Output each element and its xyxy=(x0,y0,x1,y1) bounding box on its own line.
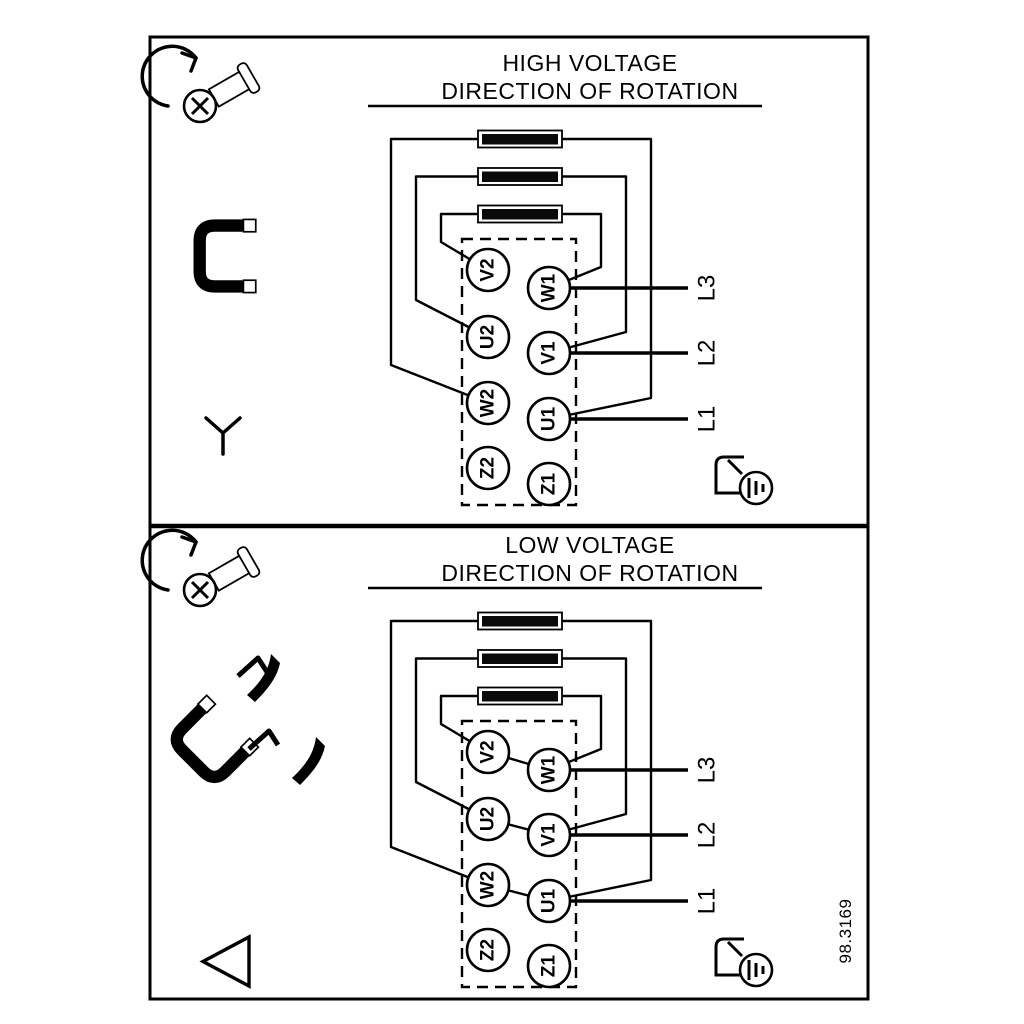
star-connection-icon xyxy=(204,416,242,456)
terminal-W1: W1 xyxy=(526,265,572,311)
screwdriver-rotation-icon xyxy=(140,528,263,608)
jumper-wires xyxy=(389,619,653,903)
jumper-wires xyxy=(389,137,653,421)
terminal-Z2: Z2 xyxy=(465,445,511,491)
figure-number: 98.3169 xyxy=(836,899,855,964)
terminal-label: V1 xyxy=(539,341,560,365)
terminal-label: U1 xyxy=(539,888,560,913)
terminal-W1: W1 xyxy=(526,747,572,793)
ground-icon xyxy=(714,937,774,988)
supply-line-label: L1 xyxy=(694,406,721,433)
relink-arrows-icon xyxy=(167,654,325,787)
supply-line-label: L1 xyxy=(694,888,721,915)
terminal-board xyxy=(460,237,578,507)
terminal-label: Z2 xyxy=(478,457,499,479)
ground-icon xyxy=(714,455,774,506)
supply-line-L1: L1 xyxy=(549,888,721,915)
terminal-link-icon xyxy=(200,219,256,292)
supply-line-L3: L3 xyxy=(549,757,721,784)
terminal-label: W1 xyxy=(539,755,560,784)
terminal-Z1: Z1 xyxy=(526,943,572,989)
terminal-label: U2 xyxy=(478,325,499,349)
supply-line-L3: L3 xyxy=(549,275,721,302)
screwdriver-rotation-icon xyxy=(140,44,263,124)
terminal-label: V2 xyxy=(478,258,499,281)
terminal-label: Z2 xyxy=(478,939,499,961)
supply-line-label: L3 xyxy=(694,275,721,302)
terminal-label: W2 xyxy=(478,871,499,900)
terminal-label: Z1 xyxy=(539,472,560,495)
terminal-U2: U2 xyxy=(465,314,511,360)
terminal-label: U2 xyxy=(478,807,499,831)
low-voltage-panel: LOW VOLTAGE DIRECTION OF ROTATION L3 xyxy=(140,528,774,989)
supply-line-L1: L1 xyxy=(549,406,721,433)
supply-line-label: L2 xyxy=(694,340,721,367)
terminal-label: V1 xyxy=(539,823,560,847)
supply-line-L2: L2 xyxy=(549,340,721,367)
terminal-V1: V1 xyxy=(526,330,572,376)
terminal-Z1: Z1 xyxy=(526,461,572,507)
terminal-label: W1 xyxy=(539,273,560,302)
terminal-U2: U2 xyxy=(465,796,511,842)
supply-line-label: L3 xyxy=(694,757,721,784)
terminal-Z2: Z2 xyxy=(465,927,511,973)
link-bars xyxy=(477,611,563,706)
panel-subtitle: DIRECTION OF ROTATION xyxy=(441,560,738,586)
panel-title: HIGH VOLTAGE xyxy=(502,50,677,76)
terminal-W2: W2 xyxy=(465,862,511,908)
terminal-W2: W2 xyxy=(465,380,511,426)
diagram-frame xyxy=(148,35,870,1001)
high-voltage-panel: HIGH VOLTAGE DIRECTION OF ROTATION L3 L2… xyxy=(140,44,774,507)
terminal-label: Z1 xyxy=(539,954,560,977)
terminal-label: U1 xyxy=(539,406,560,431)
terminal-U1: U1 xyxy=(526,878,572,924)
supply-line-label: L2 xyxy=(694,822,721,849)
link-bars xyxy=(477,129,563,224)
delta-connection-icon xyxy=(199,934,251,989)
supply-line-L2: L2 xyxy=(549,822,721,849)
terminal-V1: V1 xyxy=(526,812,572,858)
panel-subtitle: DIRECTION OF ROTATION xyxy=(441,78,738,104)
terminal-V2: V2 xyxy=(465,729,511,775)
terminal-U1: U1 xyxy=(526,396,572,442)
terminal-V2: V2 xyxy=(465,247,511,293)
terminal-label: W2 xyxy=(478,389,499,418)
panel-title: LOW VOLTAGE xyxy=(505,532,675,558)
terminal-label: V2 xyxy=(478,740,499,763)
terminal-board xyxy=(460,719,578,989)
